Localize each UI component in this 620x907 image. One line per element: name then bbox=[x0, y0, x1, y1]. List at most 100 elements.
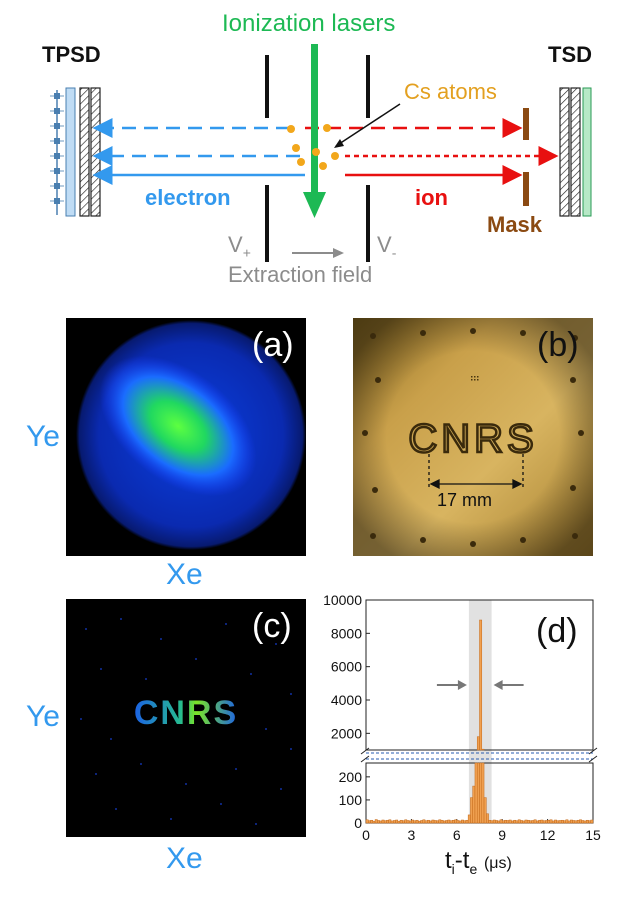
v-minus-sub: - bbox=[391, 244, 397, 261]
extraction-field-label: Extraction field bbox=[228, 262, 373, 287]
histogram-bar bbox=[397, 820, 401, 824]
histogram-bar bbox=[583, 820, 587, 824]
v-minus-symbol: V bbox=[377, 232, 392, 257]
histogram-bar bbox=[447, 819, 451, 824]
histogram-bar bbox=[565, 819, 569, 824]
histogram-bar bbox=[456, 820, 460, 824]
histogram-bar bbox=[551, 820, 555, 824]
histogram-bar bbox=[529, 820, 532, 824]
noise-dots bbox=[80, 618, 292, 825]
histogram-bar bbox=[495, 820, 498, 824]
histogram-bar bbox=[392, 820, 396, 824]
histogram-bar bbox=[538, 819, 542, 824]
histogram-bar bbox=[531, 820, 535, 824]
histogram-bar bbox=[506, 820, 510, 824]
ion-label: ion bbox=[415, 185, 448, 210]
histogram-bar bbox=[452, 819, 455, 824]
histogram-bar bbox=[429, 820, 433, 824]
histogram-bar bbox=[497, 820, 501, 824]
histogram-bar bbox=[576, 819, 580, 824]
histogram-bar bbox=[427, 819, 430, 824]
histogram-bar bbox=[467, 814, 471, 824]
panel-a-ylabel: Ye bbox=[26, 420, 60, 453]
histogram-bar bbox=[513, 819, 517, 824]
histogram-bar bbox=[547, 819, 551, 824]
histogram-bar bbox=[472, 785, 476, 824]
panel-c-image: CNRS bbox=[66, 599, 306, 837]
histogram-bar bbox=[526, 819, 530, 824]
histogram-bar bbox=[470, 797, 473, 824]
histogram-bar bbox=[483, 797, 487, 824]
v-plus-sub: + bbox=[242, 244, 251, 261]
histogram-bar bbox=[542, 820, 546, 824]
histogram-bar bbox=[449, 820, 453, 824]
histogram-bar bbox=[399, 819, 403, 824]
v-plus-symbol: V bbox=[228, 232, 243, 257]
xlabel-unit: (μs) bbox=[483, 855, 512, 872]
panel-b-photo: CNRS bbox=[353, 318, 593, 556]
y-tick-label: 0 bbox=[354, 815, 362, 831]
histogram-bar bbox=[370, 819, 374, 824]
histogram-bar bbox=[481, 762, 485, 824]
histogram-bar bbox=[554, 819, 557, 824]
window-arrowhead-right bbox=[493, 680, 503, 690]
panel-c-xlabel: Xe bbox=[166, 842, 203, 875]
histogram-bar bbox=[524, 819, 528, 824]
histogram-bar bbox=[383, 820, 387, 824]
y-tick-label: 4000 bbox=[331, 692, 362, 708]
panel-d-tag: (d) bbox=[536, 612, 578, 650]
histogram-bar bbox=[458, 820, 462, 824]
histogram-bar bbox=[560, 819, 564, 824]
histogram-bar bbox=[404, 819, 408, 824]
xlabel-sub-i: i bbox=[451, 860, 455, 877]
histogram-bar-upper bbox=[481, 748, 485, 751]
histogram-bar bbox=[454, 819, 458, 824]
histogram-bar bbox=[492, 819, 496, 824]
panel-d-xlabel: ti-te (μs) bbox=[445, 847, 512, 877]
histogram-bar bbox=[422, 819, 426, 824]
panel-a-xlabel: Xe bbox=[166, 558, 203, 591]
histogram-bar bbox=[374, 819, 378, 824]
ion-trajectories bbox=[305, 118, 559, 185]
histogram-bar bbox=[372, 820, 376, 824]
field-arrow bbox=[292, 248, 344, 258]
histogram-bar bbox=[515, 820, 519, 824]
histogram-bar bbox=[474, 762, 478, 824]
histogram-bar bbox=[479, 762, 483, 824]
dimension-marker bbox=[428, 454, 524, 490]
histogram-bar bbox=[368, 820, 371, 824]
histogram-bar bbox=[377, 820, 380, 824]
histogram-bar bbox=[533, 819, 537, 824]
histogram-bar bbox=[499, 819, 503, 824]
histogram-bar bbox=[590, 819, 594, 824]
histogram-bar bbox=[438, 819, 442, 824]
histogram-bar bbox=[520, 820, 523, 824]
histogram-bar bbox=[556, 820, 560, 824]
panel-c-ylabel: Ye bbox=[26, 700, 60, 733]
histogram-bar bbox=[402, 820, 405, 824]
histogram-bars bbox=[365, 619, 594, 824]
cs-atoms bbox=[287, 124, 339, 170]
tpsd-label: TPSD bbox=[42, 42, 101, 67]
histogram-bar bbox=[567, 820, 571, 824]
histogram-bar bbox=[424, 820, 428, 824]
histogram-bar bbox=[588, 820, 591, 824]
histogram-bar bbox=[517, 819, 521, 824]
histogram-bar bbox=[440, 819, 444, 824]
panel-a-tag: (a) bbox=[252, 326, 294, 364]
cnrs-image-text: CNRS bbox=[134, 694, 238, 732]
histogram-bar bbox=[540, 819, 544, 824]
y-tick-label: 6000 bbox=[331, 659, 362, 675]
histogram-bar bbox=[574, 820, 578, 824]
histogram-bar bbox=[511, 820, 514, 824]
panel-b-tag: (b) bbox=[537, 326, 579, 364]
xlabel-t2: -t bbox=[454, 847, 470, 874]
histogram-bar bbox=[381, 819, 385, 824]
histogram-bar bbox=[508, 819, 512, 824]
y-tick-label: 100 bbox=[339, 792, 363, 808]
electron-label: electron bbox=[145, 185, 231, 210]
histogram-bar bbox=[522, 820, 526, 824]
mask-label: Mask bbox=[487, 212, 543, 237]
x-tick-label: 9 bbox=[498, 827, 506, 843]
